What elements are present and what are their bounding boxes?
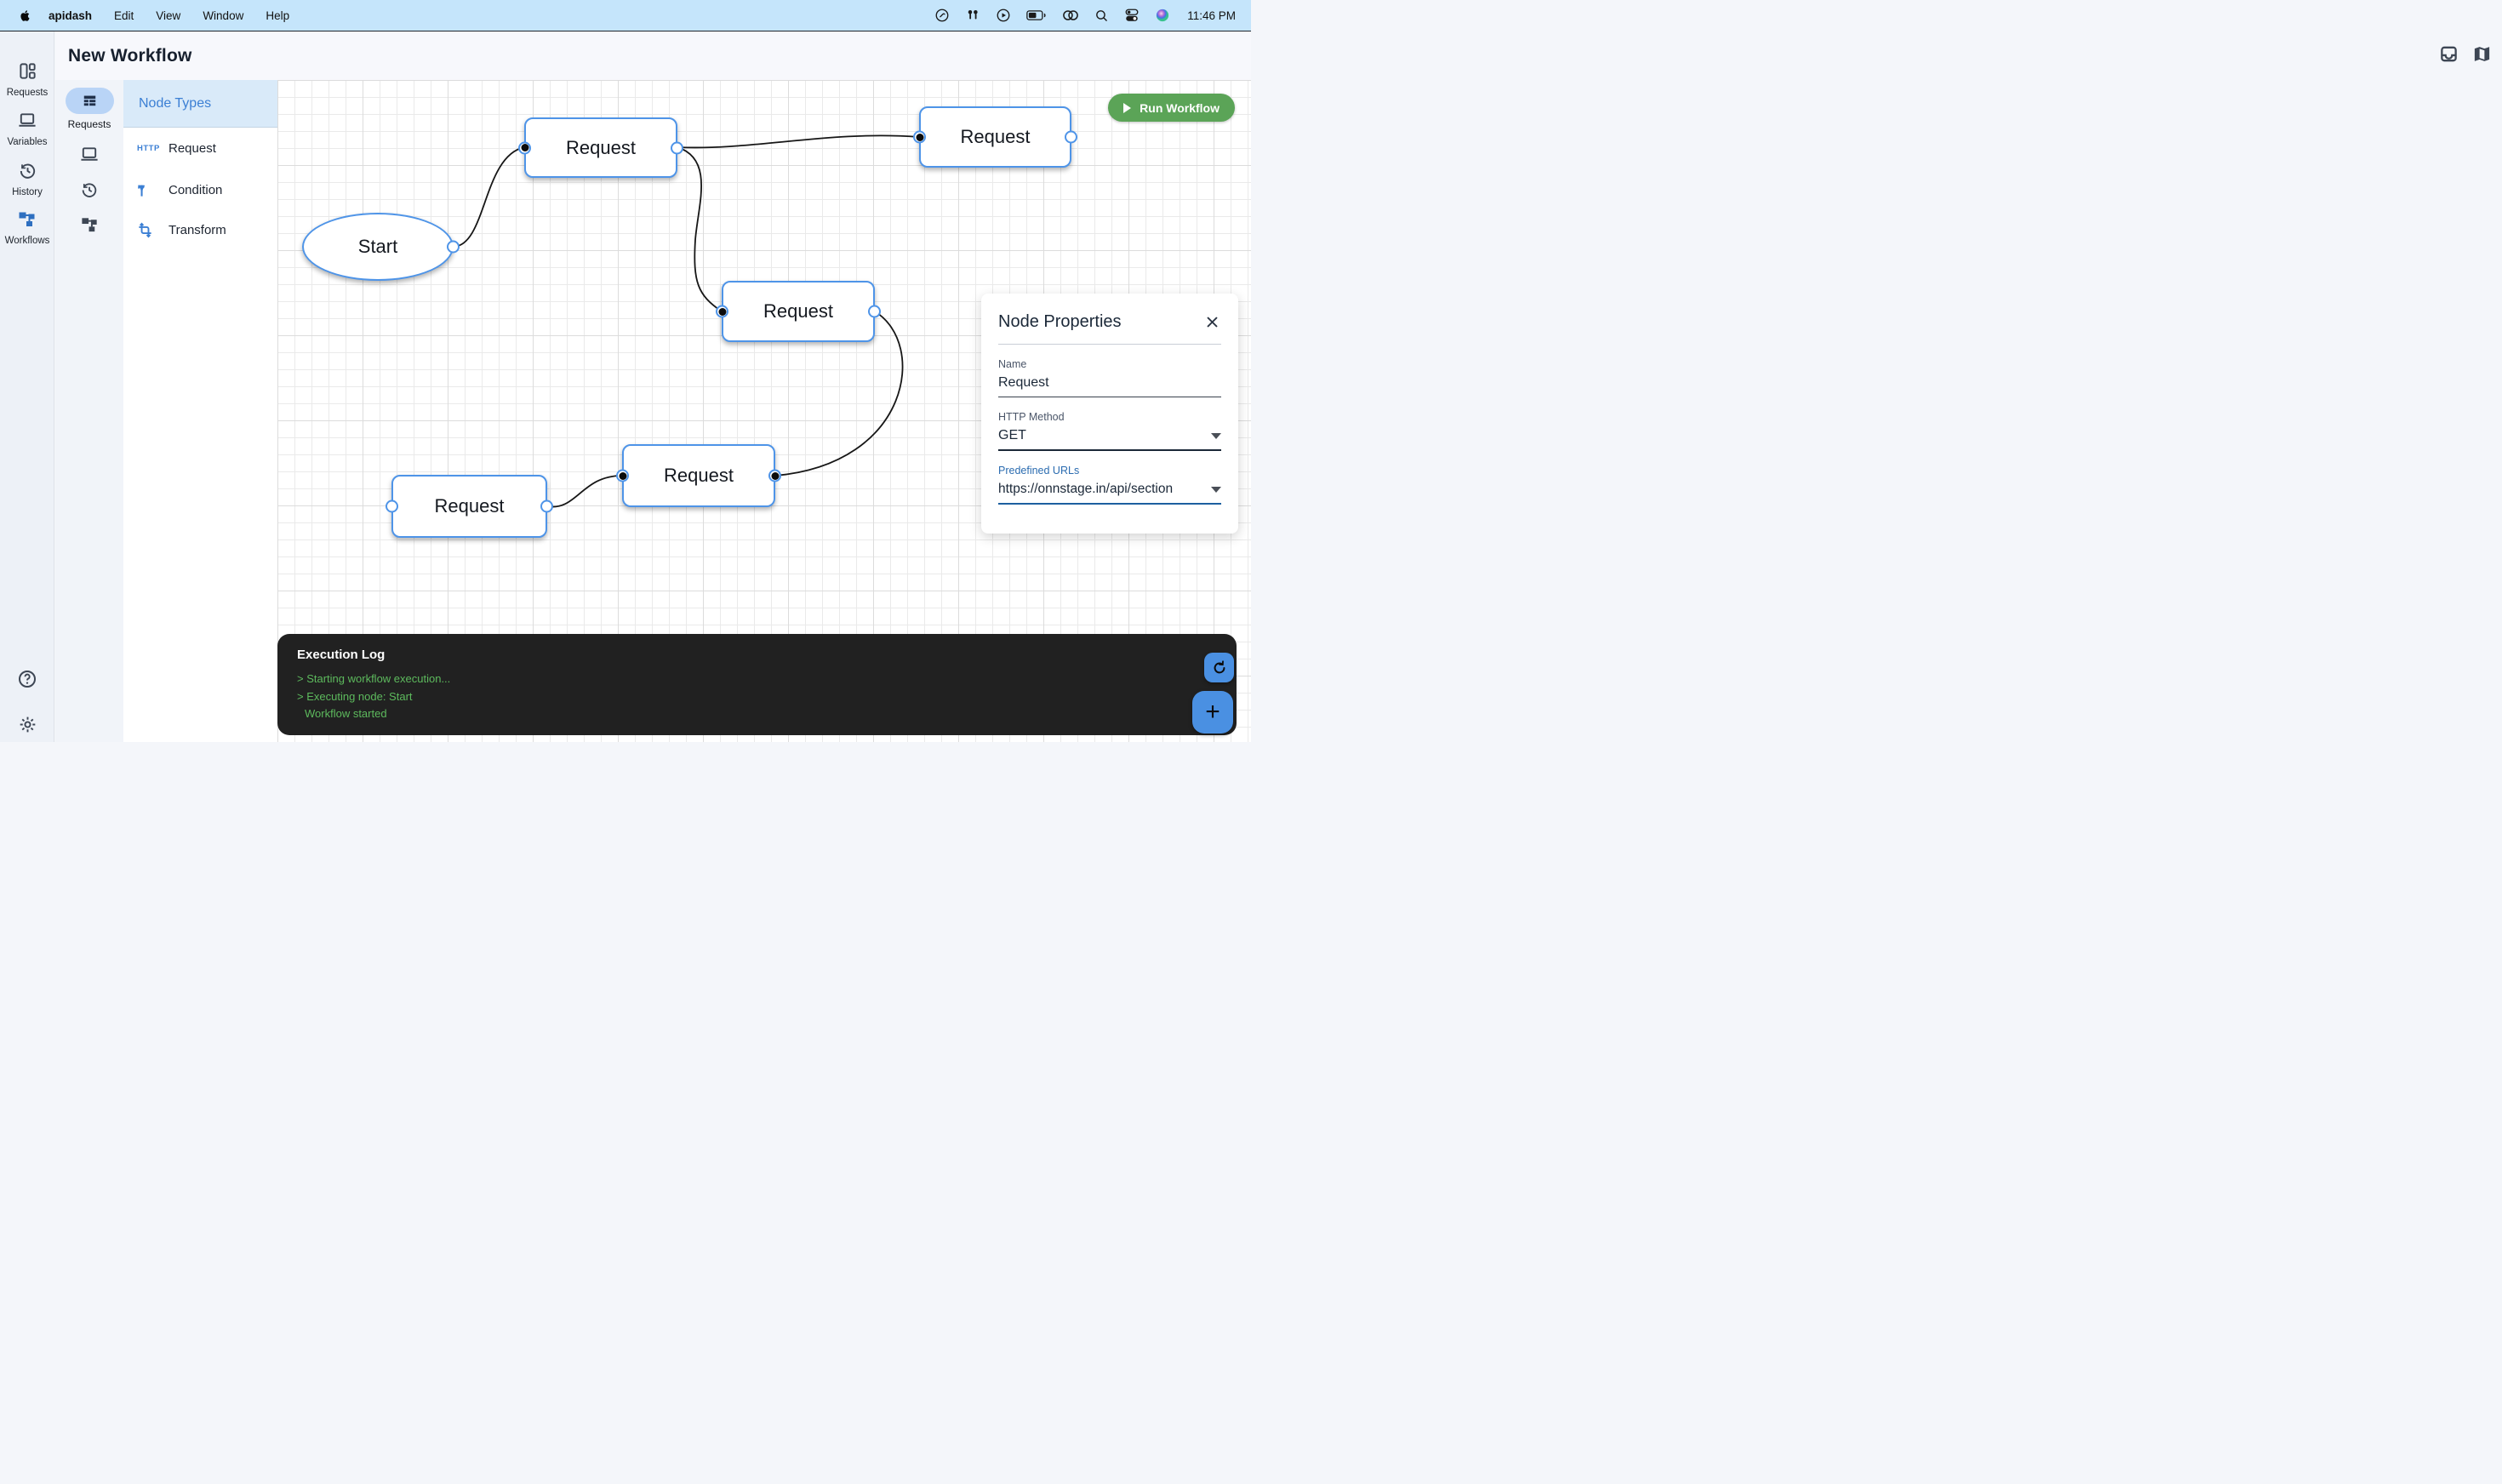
- edge-request1-to-request2: [677, 134, 920, 149]
- menubar-clock[interactable]: 11:46 PM: [1187, 9, 1236, 22]
- settings-gear-icon[interactable]: [0, 715, 54, 739]
- port-request1-output[interactable]: [671, 141, 683, 154]
- node-request-5[interactable]: Request: [616, 444, 781, 507]
- tray-icon[interactable]: [2439, 44, 2459, 68]
- edge-start-to-request1: [453, 146, 525, 248]
- node-type-request[interactable]: HTTP Request: [137, 140, 216, 156]
- log-line: Workflow started: [305, 707, 387, 720]
- secondary-item-label: Requests: [67, 118, 111, 130]
- port-request4-input[interactable]: [386, 499, 398, 513]
- close-icon[interactable]: [1203, 313, 1221, 331]
- primary-sidebar: Requests Variables History Workflows: [0, 31, 54, 742]
- menu-help[interactable]: Help: [266, 9, 290, 22]
- execution-log-title: Execution Log: [297, 648, 386, 662]
- sidebar-label-requests: Requests: [6, 88, 49, 98]
- apple-menu-icon[interactable]: [19, 9, 31, 23]
- port-start-output[interactable]: [447, 240, 460, 254]
- node-types-title: Node Types: [139, 95, 212, 111]
- node-type-transform[interactable]: Transform: [123, 215, 277, 244]
- siri-icon[interactable]: [1155, 8, 1170, 23]
- port-request3-output[interactable]: [868, 305, 881, 318]
- port-request4-output[interactable]: [540, 499, 553, 513]
- http-method-label: HTTP Method: [998, 411, 1065, 423]
- page-title: New Workflow: [68, 46, 192, 66]
- log-line: > Executing node: Start: [297, 689, 413, 703]
- refresh-button[interactable]: [1204, 653, 1234, 682]
- port-request3-input[interactable]: [716, 305, 728, 318]
- play-icon: [1123, 102, 1132, 113]
- sidebar-label-variables: Variables: [7, 137, 48, 147]
- sidebar-item-variables[interactable]: Variables: [0, 111, 54, 147]
- node-request-4[interactable]: Request: [386, 475, 553, 538]
- sidebar-item-requests[interactable]: Requests: [0, 61, 54, 98]
- condition-branch-icon: [137, 182, 169, 198]
- http-method-select[interactable]: GET: [998, 428, 1221, 451]
- airpods-icon[interactable]: [965, 8, 980, 23]
- predefined-urls-label: Predefined URLs: [998, 465, 1080, 477]
- menu-bar: apidash Edit View Window Help 11:46 PM: [0, 0, 1251, 31]
- linked-rings-icon[interactable]: [1062, 9, 1079, 22]
- chevron-down-icon: [1211, 486, 1221, 493]
- divider: [998, 344, 1221, 345]
- sidebar-item-history[interactable]: History: [0, 161, 54, 197]
- log-line: > Starting workflow execution...: [297, 672, 451, 685]
- menu-app-name[interactable]: apidash: [49, 9, 93, 22]
- sidebar-label-workflows: Workflows: [4, 236, 50, 246]
- secondary-history-icon[interactable]: [55, 180, 123, 203]
- node-request-2[interactable]: Request: [913, 106, 1077, 168]
- node-start[interactable]: Start: [302, 213, 460, 281]
- secondary-variables-icon[interactable]: [55, 145, 123, 168]
- port-request1-input[interactable]: [518, 141, 531, 154]
- edge-request4-to-request5: [546, 475, 623, 508]
- secondary-workflows-icon[interactable]: [55, 214, 123, 238]
- execution-log-panel: Execution Log > Starting workflow execut…: [277, 634, 1237, 735]
- node-type-condition[interactable]: Condition: [123, 175, 277, 204]
- predefined-urls-select[interactable]: https://onnstage.in/api/section: [998, 482, 1221, 505]
- port-request2-output[interactable]: [1065, 130, 1077, 144]
- add-node-button[interactable]: +: [1192, 691, 1233, 733]
- name-field[interactable]: Request: [998, 375, 1221, 397]
- secondary-item-requests-active[interactable]: [66, 88, 114, 114]
- menu-view[interactable]: View: [156, 9, 181, 22]
- sidebar-label-history: History: [12, 187, 43, 197]
- port-request2-input[interactable]: [913, 130, 926, 144]
- chevron-down-icon: [1211, 432, 1221, 439]
- sidebar-item-workflows[interactable]: Workflows: [0, 208, 54, 246]
- node-types-panel: Node Types HTTP Request Condition Transf…: [123, 80, 277, 742]
- transform-crop-icon: [137, 222, 169, 238]
- port-request5-input[interactable]: [616, 469, 629, 482]
- http-badge: HTTP: [137, 143, 160, 153]
- node-properties-panel: Node Properties Name Request HTTP Method…: [981, 294, 1238, 534]
- node-request-1[interactable]: Request: [518, 117, 683, 178]
- secondary-sidebar: Requests: [55, 80, 123, 742]
- name-label: Name: [998, 358, 1027, 370]
- edge-connections: [453, 134, 920, 508]
- play-circle-icon[interactable]: [996, 8, 1011, 23]
- window-titlebar: [55, 31, 1251, 80]
- help-icon[interactable]: [0, 669, 54, 693]
- run-workflow-button[interactable]: Run Workflow: [1108, 94, 1235, 122]
- node-properties-title: Node Properties: [998, 312, 1122, 331]
- creative-cloud-icon[interactable]: [934, 8, 950, 23]
- edge-request1-to-request3: [677, 146, 723, 312]
- port-request5-output[interactable]: [768, 469, 781, 482]
- battery-icon[interactable]: [1026, 9, 1047, 22]
- map-icon[interactable]: [2472, 44, 2492, 68]
- spotlight-search-icon[interactable]: [1094, 9, 1109, 23]
- edge-request3-to-request5: [774, 311, 904, 477]
- workflow-canvas[interactable]: Start Request Request Request Request Re…: [277, 80, 1251, 742]
- menu-edit[interactable]: Edit: [114, 9, 134, 22]
- node-request-3[interactable]: Request: [716, 281, 881, 342]
- control-center-icon[interactable]: [1124, 8, 1140, 23]
- node-types-header: Node Types: [123, 80, 277, 128]
- menu-window[interactable]: Window: [203, 9, 244, 22]
